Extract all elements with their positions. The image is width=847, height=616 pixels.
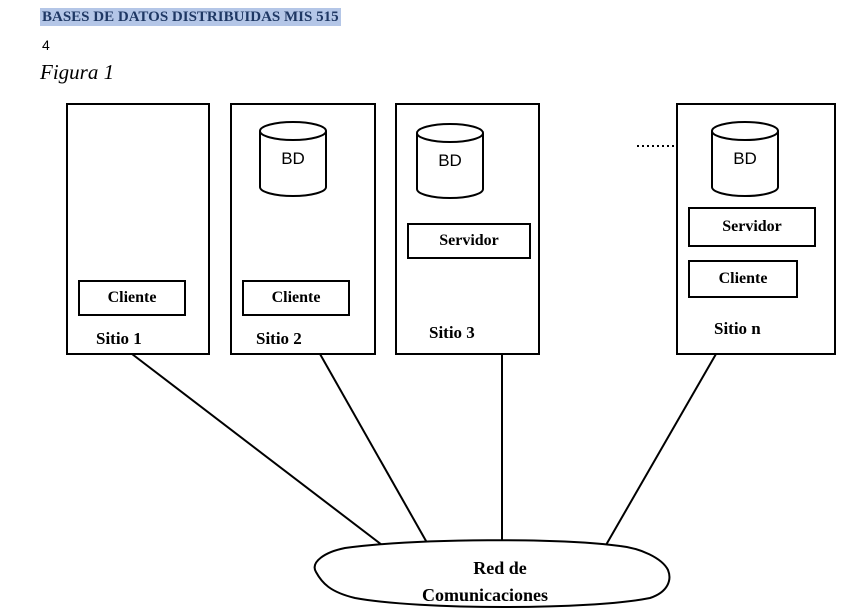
site-2-frame: BD Cliente Sitio 2 — [230, 103, 376, 355]
link-sitio-2 — [319, 353, 431, 549]
link-sitio-1 — [131, 353, 383, 546]
database-icon — [259, 121, 327, 197]
site-1-frame: Cliente Sitio 1 — [66, 103, 210, 355]
site-1-cliente-label: Cliente — [107, 289, 157, 306]
site-n-cliente-box: Cliente — [688, 260, 798, 298]
network-label-line1: Red de — [473, 558, 527, 578]
site-n-database: BD — [710, 121, 780, 199]
site-3-servidor-label: Servidor — [439, 232, 499, 249]
site-2-database: BD — [258, 121, 328, 199]
site-n-frame: BD Servidor Cliente Sitio n — [676, 103, 836, 355]
link-sitio-n — [605, 353, 717, 546]
site-n-servidor-label: Servidor — [722, 218, 782, 235]
database-icon — [416, 123, 484, 199]
page-number: 4 — [42, 37, 50, 53]
network-cloud — [313, 539, 671, 608]
site-3-frame: BD Servidor Sitio 3 — [395, 103, 540, 355]
network-label-line2: Comunicaciones — [422, 585, 548, 605]
site-n-db-label: BD — [733, 149, 757, 168]
site-2-cliente-box: Cliente — [242, 280, 350, 316]
site-2-db-label: BD — [281, 149, 305, 168]
figure-caption: Figura 1 — [40, 60, 115, 84]
site-1-cliente-box: Cliente — [78, 280, 186, 316]
site-2-cliente-label: Cliente — [271, 289, 321, 306]
site-n-label: Sitio n — [714, 319, 761, 338]
site-1-label: Sitio 1 — [96, 329, 142, 348]
site-3-db-label: BD — [438, 151, 462, 170]
document-header: BASES DE DATOS DISTRIBUIDAS MIS 515 — [40, 8, 341, 26]
database-icon — [711, 121, 779, 197]
site-2-label: Sitio 2 — [256, 329, 302, 348]
site-3-label: Sitio 3 — [429, 323, 475, 342]
site-3-servidor-box: Servidor — [407, 223, 531, 259]
site-n-cliente-label: Cliente — [718, 270, 768, 287]
site-3-database: BD — [415, 123, 485, 201]
site-n-servidor-box: Servidor — [688, 207, 816, 247]
